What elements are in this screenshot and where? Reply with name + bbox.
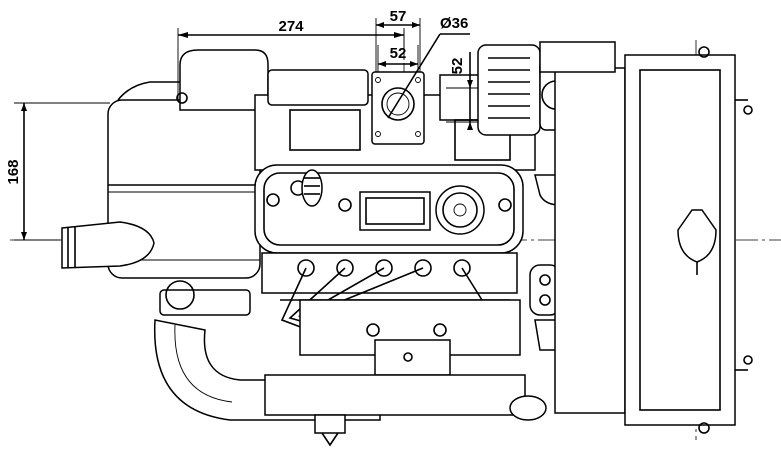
dim-label-side-52: 52 bbox=[449, 58, 466, 75]
injection-pump bbox=[299, 299, 521, 376]
dimension-side-52: 52 bbox=[446, 52, 478, 130]
dimension-top-274: 274 bbox=[177, 18, 405, 100]
dimension-left-168: 168 bbox=[5, 102, 110, 241]
intake-pipe-top bbox=[176, 49, 269, 111]
dim-label-168: 168 bbox=[5, 159, 22, 184]
radiator bbox=[624, 46, 753, 434]
dim-label-diameter: Ø36 bbox=[440, 15, 468, 32]
thermostat-housing bbox=[371, 71, 425, 145]
dim-label-52: 52 bbox=[390, 45, 407, 62]
dimension-top-57: 57 bbox=[375, 8, 421, 72]
dimension-bore-diameter: Ø36 bbox=[387, 15, 470, 119]
dimension-top-52: 52 bbox=[377, 45, 419, 72]
intake-ports bbox=[261, 252, 518, 294]
oil-pan bbox=[264, 374, 547, 447]
air-intake-elbow bbox=[61, 221, 155, 269]
valve-cover bbox=[254, 164, 524, 254]
dim-label-57: 57 bbox=[390, 8, 407, 25]
dim-label-274: 274 bbox=[278, 18, 304, 35]
fan-shroud bbox=[539, 41, 626, 414]
